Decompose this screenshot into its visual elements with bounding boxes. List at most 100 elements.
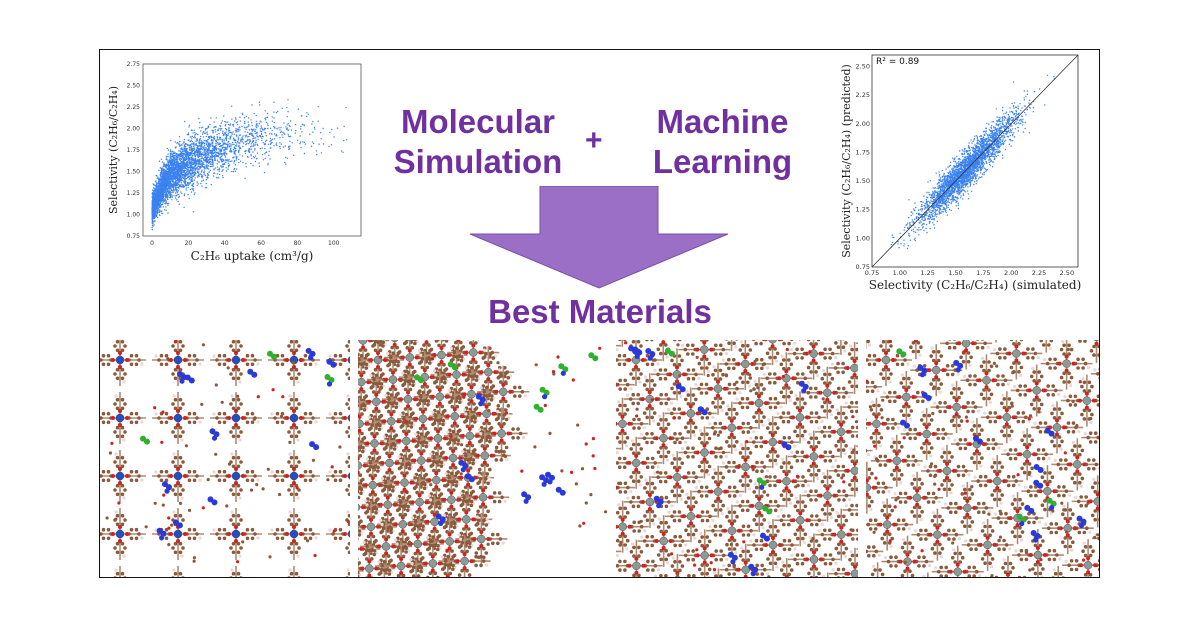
data-point bbox=[1025, 114, 1026, 115]
data-point bbox=[184, 164, 185, 165]
data-point bbox=[158, 183, 159, 184]
data-point bbox=[178, 159, 179, 160]
data-point bbox=[178, 201, 179, 202]
data-point bbox=[210, 159, 211, 160]
data-point bbox=[201, 140, 202, 141]
data-point bbox=[172, 195, 173, 196]
data-point bbox=[223, 164, 224, 165]
data-point bbox=[270, 138, 271, 139]
data-point bbox=[175, 173, 176, 174]
data-point bbox=[174, 177, 175, 178]
data-point bbox=[251, 149, 252, 150]
data-point bbox=[1000, 139, 1001, 140]
data-point bbox=[1014, 102, 1015, 103]
data-point bbox=[157, 177, 158, 178]
data-point bbox=[233, 156, 234, 157]
data-point bbox=[190, 141, 191, 142]
data-point bbox=[175, 171, 176, 172]
y-tick-label: 0.75 bbox=[127, 233, 141, 240]
data-point bbox=[214, 136, 215, 137]
data-point bbox=[951, 174, 952, 175]
data-point bbox=[195, 166, 196, 167]
data-point bbox=[176, 191, 177, 192]
data-point bbox=[226, 167, 227, 168]
data-point bbox=[204, 143, 205, 144]
data-point bbox=[192, 132, 193, 133]
data-point bbox=[192, 171, 193, 172]
data-point bbox=[256, 125, 257, 126]
data-point bbox=[965, 186, 966, 187]
data-point bbox=[197, 134, 198, 135]
data-point bbox=[193, 190, 194, 191]
data-point bbox=[288, 129, 289, 130]
data-point bbox=[252, 135, 253, 136]
data-point bbox=[199, 142, 200, 143]
data-point bbox=[299, 143, 300, 144]
data-point bbox=[183, 160, 184, 161]
data-point bbox=[186, 189, 187, 190]
data-point bbox=[989, 129, 990, 130]
data-point bbox=[195, 163, 196, 164]
data-point bbox=[222, 177, 223, 178]
data-point bbox=[216, 145, 217, 146]
data-point bbox=[940, 177, 941, 178]
data-point bbox=[180, 191, 181, 192]
data-point bbox=[288, 146, 289, 147]
data-point bbox=[188, 167, 189, 168]
data-point bbox=[179, 144, 180, 145]
data-point bbox=[156, 205, 157, 206]
heading-line-2: Simulation bbox=[388, 142, 568, 182]
data-point bbox=[166, 200, 167, 201]
data-point bbox=[160, 184, 161, 185]
data-point bbox=[182, 164, 183, 165]
data-point bbox=[217, 166, 218, 167]
data-point bbox=[177, 165, 178, 166]
data-point bbox=[238, 159, 239, 160]
data-point bbox=[220, 159, 221, 160]
data-point bbox=[223, 135, 224, 136]
data-point bbox=[193, 176, 194, 177]
data-point bbox=[225, 131, 226, 132]
data-point bbox=[242, 155, 243, 156]
data-point bbox=[192, 150, 193, 151]
data-point bbox=[166, 157, 167, 158]
data-point bbox=[179, 155, 180, 156]
data-point bbox=[171, 175, 172, 176]
data-point bbox=[250, 119, 251, 120]
data-point bbox=[158, 170, 159, 171]
data-point bbox=[220, 149, 221, 150]
data-point bbox=[273, 117, 274, 118]
data-point bbox=[933, 224, 934, 225]
data-point bbox=[1022, 122, 1023, 123]
data-point bbox=[321, 138, 322, 139]
data-point bbox=[185, 143, 186, 144]
data-point bbox=[154, 209, 155, 210]
data-point bbox=[182, 180, 183, 181]
data-point bbox=[989, 135, 990, 136]
data-point bbox=[201, 127, 202, 128]
data-point bbox=[165, 203, 166, 204]
data-point bbox=[236, 135, 237, 136]
data-point bbox=[166, 156, 167, 157]
data-point bbox=[165, 189, 166, 190]
best-materials-heading: Best Materials bbox=[440, 292, 760, 332]
data-point bbox=[252, 142, 253, 143]
data-point bbox=[217, 161, 218, 162]
data-point bbox=[154, 211, 155, 212]
data-point bbox=[230, 123, 231, 124]
data-point bbox=[198, 174, 199, 175]
data-point bbox=[1024, 90, 1025, 91]
data-point bbox=[222, 131, 223, 132]
data-point bbox=[312, 121, 313, 122]
data-point bbox=[226, 129, 227, 130]
heading-line-1: Molecular bbox=[388, 102, 568, 142]
data-point bbox=[244, 131, 245, 132]
data-point bbox=[188, 152, 189, 153]
data-point bbox=[200, 142, 201, 143]
data-point bbox=[216, 155, 217, 156]
data-point bbox=[290, 136, 291, 137]
data-point bbox=[287, 158, 288, 159]
data-point bbox=[218, 133, 219, 134]
data-point bbox=[183, 170, 184, 171]
data-point bbox=[246, 126, 247, 127]
